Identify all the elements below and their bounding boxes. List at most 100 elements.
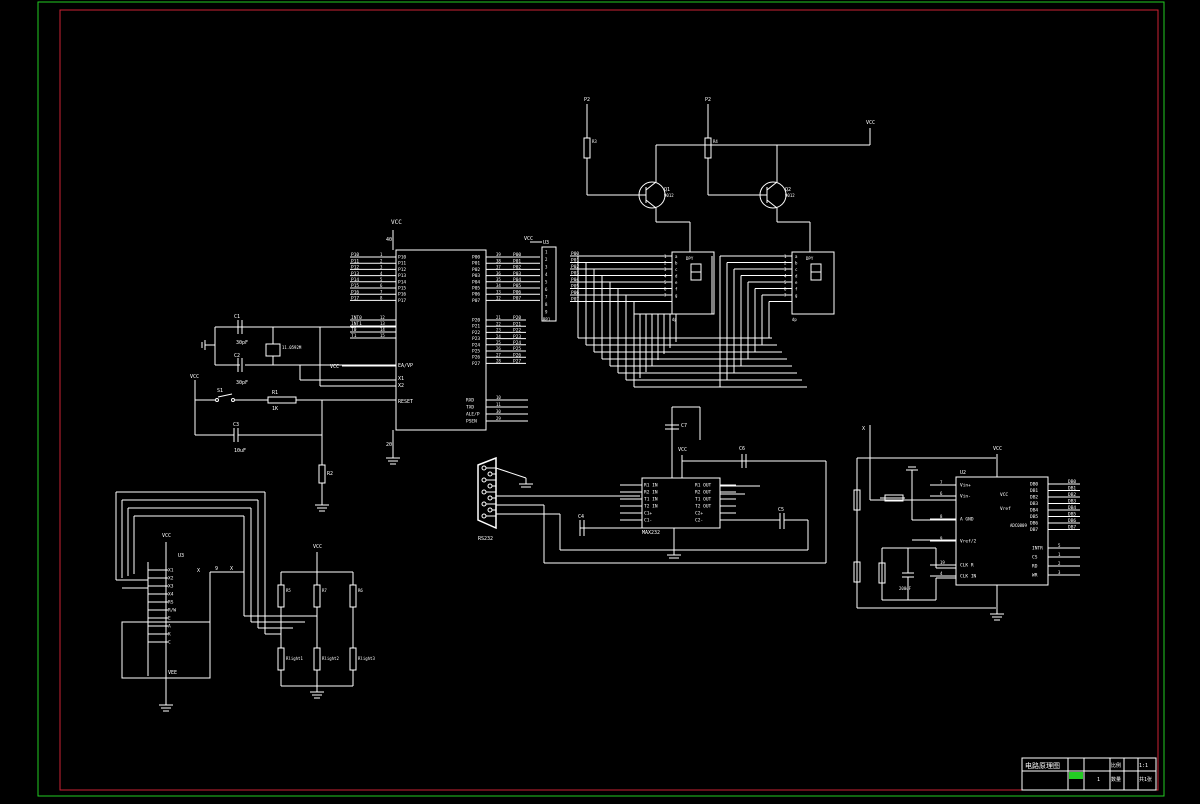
mcu-int-pin-num: 15 xyxy=(380,333,385,338)
display-segment-name: g xyxy=(795,293,798,298)
rp1-pin-num: 2 xyxy=(545,257,548,262)
q1-type: 9012 xyxy=(664,193,674,198)
c7-label: C7 xyxy=(681,423,687,429)
rp1-ref-label: U3 xyxy=(543,240,549,246)
lcd-vcc-label: VCC xyxy=(162,533,171,539)
sheet-count: 共1张 xyxy=(1139,776,1152,783)
bus-net-name: P02 xyxy=(571,264,579,270)
mcu-left-pin-name: P13 xyxy=(351,271,359,277)
r7-label: R7 xyxy=(322,588,327,593)
adc-ctrl-pin-num: 1 xyxy=(1058,552,1061,557)
rp1-pin-num: 8 xyxy=(545,302,548,307)
c3-value: 10uF xyxy=(234,448,246,454)
mcu-left-pin-num: 2 xyxy=(380,258,383,263)
lcd-pin-name: R/W xyxy=(168,608,176,614)
mcu-p2-net-name: P25 xyxy=(513,346,521,352)
crystal-circuit: C1 30pF C2 30pF 11.0592M xyxy=(201,314,396,387)
adc-db-pin-name: DB5 xyxy=(1030,514,1038,520)
adc-ctrl-pin-num: 5 xyxy=(1058,543,1061,548)
mcu-ctrl-pin-num: 11 xyxy=(496,402,501,407)
max232-label: MAX232 xyxy=(642,530,660,536)
mcu-p2-pin-name: P22 xyxy=(472,330,480,336)
r2-label: R2 xyxy=(327,471,333,477)
mcu-p2-pin-name: P26 xyxy=(472,355,480,361)
adc-db-pin-name: DB2 xyxy=(1030,495,1038,501)
db9-pin xyxy=(487,483,493,489)
lcd-pin-name: K xyxy=(168,632,171,638)
mcu-pin20: 20 xyxy=(386,442,392,448)
qty-value: 1 xyxy=(1097,777,1100,783)
adc-db-pin-name: DB7 xyxy=(1030,527,1038,533)
display-segment-name: f xyxy=(675,287,678,292)
adc-vcc-label: VCC xyxy=(993,446,1002,452)
mcu-p0-pin-name: P00 xyxy=(472,255,480,261)
mcu-p2-net-name: P24 xyxy=(513,340,521,346)
mcu-ctrl-pin-name: RXD xyxy=(466,398,474,404)
mcu-left-pin-name: P15 xyxy=(351,283,359,289)
rp1-pin-num: 3 xyxy=(545,265,548,270)
mcu-p0-pin-name: P02 xyxy=(472,267,480,273)
mcu-p0-net-name: P01 xyxy=(513,258,521,264)
mcu-p2-pin-num: 24 xyxy=(496,334,501,339)
lcd-pin-name: X1 xyxy=(168,568,174,574)
db9-pin xyxy=(481,489,487,495)
r6-label: R6 xyxy=(358,588,363,593)
lcd-pin-name: A xyxy=(168,624,171,630)
adc-ctrl-pin-name: CS xyxy=(1032,555,1038,561)
mcu-ctrl-pin-name: ALE/P xyxy=(466,412,480,418)
mcu-internal-pin-name: P15 xyxy=(398,286,406,292)
mcu-p0-pin-num: 32 xyxy=(496,296,501,301)
adc-left-pin-name: Vin+ xyxy=(960,483,971,489)
rlight3-label: Rlight3 xyxy=(358,656,375,661)
rp1-pin-num: 5 xyxy=(545,280,548,285)
lcd-ref-label: U3 xyxy=(178,553,184,559)
mcu-int-pin-name: T0 xyxy=(351,327,357,333)
max232-left-pin-name: C1- xyxy=(644,518,652,524)
mcu-int-pin-name: T1 xyxy=(351,333,357,339)
mcu-p0-net-name: P05 xyxy=(513,283,521,289)
mcu-left-pin-num: 7 xyxy=(380,289,383,294)
mcu-p0-pin-name: P07 xyxy=(472,298,480,304)
lcd-pin-name: C xyxy=(168,640,171,646)
rp1-pin-num: 7 xyxy=(545,295,548,300)
max232-right-pin-name: T1 OUT xyxy=(695,497,712,503)
mcu-p2-pin-name: P21 xyxy=(472,324,480,330)
rlight2-label: Rlight2 xyxy=(322,656,339,661)
adc-db-pin-name: DB6 xyxy=(1030,521,1038,527)
mcu-ctrl-pin-name: PSEN xyxy=(466,419,477,425)
bus-net-name: P06 xyxy=(571,290,579,296)
mcu-left-pin-name: P14 xyxy=(351,277,359,283)
bus-net-name: P04 xyxy=(571,277,579,283)
mcu-ctrl-pin-num: 30 xyxy=(496,409,501,414)
crystal-ground-symbol xyxy=(201,340,215,350)
mcu-p2-pin-name: P23 xyxy=(472,336,480,342)
mcu-x1-label: X1 xyxy=(398,376,404,382)
max232-right-pin-name: R2 OUT xyxy=(695,490,712,496)
mcu-p0-pin-num: 35 xyxy=(496,277,501,282)
mcu-p2-net-name: P21 xyxy=(513,321,521,327)
c6-label: C6 xyxy=(739,446,745,452)
rp1-pin-num: 9 xyxy=(545,310,548,315)
vpp-vcc-label: VCC xyxy=(330,364,339,370)
c1-value: 30pF xyxy=(236,340,248,346)
mcu-internal-pin-name: P11 xyxy=(398,261,406,267)
mcu-left-pin-num: 8 xyxy=(380,296,383,301)
mcu-p2-net-name: P23 xyxy=(513,334,521,340)
display-segment-name: b xyxy=(795,261,798,266)
adc-ctrl-pin-name: WR xyxy=(1032,573,1038,579)
mcu-p2-net-name: P26 xyxy=(513,352,521,358)
mcu-internal-pin-name: P17 xyxy=(398,298,406,304)
c4-label: C4 xyxy=(578,514,584,520)
display-segment-name: b xyxy=(675,261,678,266)
adc-db-net-name: DB7 xyxy=(1068,525,1076,531)
adc-db-net-name: DB6 xyxy=(1068,518,1076,524)
c2-value: 30pF xyxy=(236,380,248,386)
r5-label: R5 xyxy=(286,588,291,593)
rp1-pin-num: 6 xyxy=(545,287,548,292)
mcu-ground-symbol xyxy=(386,457,400,465)
adc-ref-label: U2 xyxy=(960,470,966,476)
mcu-int-pin-name: INT0 xyxy=(351,315,362,321)
